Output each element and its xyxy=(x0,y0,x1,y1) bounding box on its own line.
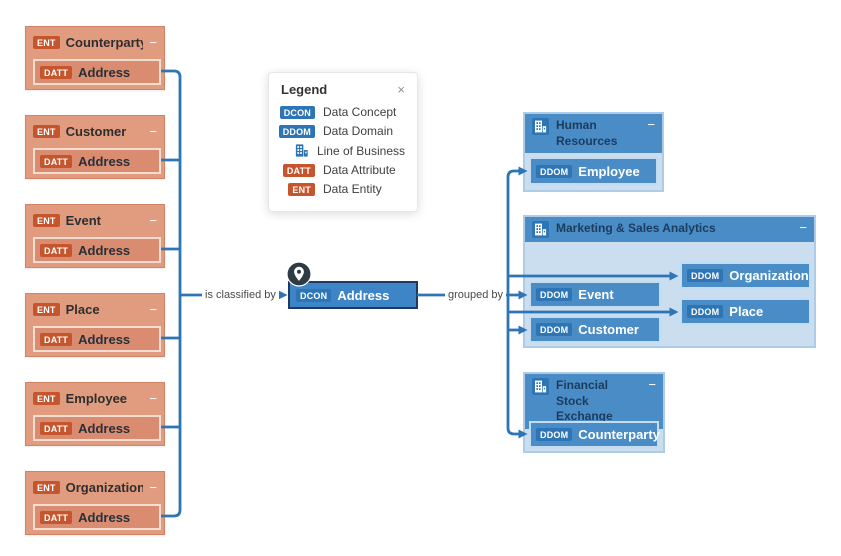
legend-item-data-entity: ENT Data Entity xyxy=(281,182,405,196)
ddom-badge: DDOM xyxy=(536,288,573,301)
collapse-button[interactable]: − xyxy=(149,34,157,50)
ddom-badge: DDOM xyxy=(536,164,573,178)
entity-node-place[interactable]: ENT Place − DATT Address xyxy=(25,293,165,357)
attribute-node-address[interactable]: DATT Address xyxy=(33,59,161,85)
collapse-button[interactable]: − xyxy=(799,220,807,235)
ent-badge: ENT xyxy=(288,182,315,196)
ddom-badge: DDOM xyxy=(536,323,573,336)
ddom-badge: DDOM xyxy=(536,428,573,441)
domain-node-counterparty[interactable]: DDOM Counterparty xyxy=(529,421,660,448)
entity-node-customer[interactable]: ENT Customer − DATT Address xyxy=(25,115,165,179)
attribute-name: Address xyxy=(78,509,131,525)
group-financial-stock-exchange[interactable]: Financial Stock Exchange − DDOM Counterp… xyxy=(523,372,665,453)
domain-node-event[interactable]: DDOM Event xyxy=(529,281,661,308)
ent-badge: ENT xyxy=(33,124,60,138)
entity-name: Counterparty xyxy=(65,34,144,50)
legend-title: Legend xyxy=(281,82,328,97)
datt-badge: DATT xyxy=(40,510,73,524)
datt-badge: DATT xyxy=(40,154,73,168)
collapse-button[interactable]: − xyxy=(149,212,157,228)
dcon-badge: DCON xyxy=(296,288,332,302)
entity-header: ENT Event − xyxy=(26,205,164,235)
legend-item-data-attribute: DATT Data Attribute xyxy=(281,163,405,177)
datt-badge: DATT xyxy=(282,163,315,177)
entity-node-counterparty[interactable]: ENT Counterparty − DATT Address xyxy=(25,26,165,90)
attribute-name: Address xyxy=(78,153,131,169)
domain-node-customer[interactable]: DDOM Customer xyxy=(529,316,661,343)
collapse-button[interactable]: − xyxy=(648,377,656,392)
entity-header: ENT Organization − xyxy=(26,472,164,502)
entity-header: ENT Employee − xyxy=(26,383,164,413)
building-icon xyxy=(295,144,308,157)
collapse-button[interactable]: − xyxy=(149,123,157,139)
datt-badge: DATT xyxy=(40,332,73,346)
attribute-name: Address xyxy=(78,331,131,347)
attribute-name: Address xyxy=(78,64,131,80)
legend-item-data-domain: DDOM Data Domain xyxy=(278,124,405,138)
collapse-button[interactable]: − xyxy=(149,390,157,406)
concept-name: Address xyxy=(337,287,390,303)
domain-node-place[interactable]: DDOM Place xyxy=(680,298,811,325)
building-icon xyxy=(532,221,549,238)
legend-item-data-concept: DCON Data Concept xyxy=(279,105,405,119)
entity-name: Event xyxy=(65,212,102,228)
domain-node-organization[interactable]: DDOM Organization xyxy=(680,262,811,289)
dcon-badge: DCON xyxy=(279,105,315,119)
attribute-node-address[interactable]: DATT Address xyxy=(33,148,161,174)
ddom-badge: DDOM xyxy=(687,269,724,282)
legend-close-icon[interactable]: × xyxy=(397,82,405,97)
ent-badge: ENT xyxy=(33,213,60,227)
entity-header: ENT Customer − xyxy=(26,116,164,146)
entity-node-event[interactable]: ENT Event − DATT Address xyxy=(25,204,165,268)
ddom-badge: DDOM xyxy=(278,124,315,138)
group-header: Marketing & Sales Analytics − xyxy=(525,217,814,242)
entity-header: ENT Place − xyxy=(26,294,164,324)
collapse-button[interactable]: − xyxy=(647,117,655,132)
collapse-button[interactable]: − xyxy=(149,479,157,495)
ent-badge: ENT xyxy=(33,302,60,316)
entity-node-organization[interactable]: ENT Organization − DATT Address xyxy=(25,471,165,535)
group-header: Financial Stock Exchange − xyxy=(525,374,663,429)
ent-badge: ENT xyxy=(33,35,60,49)
group-title: Financial Stock Exchange xyxy=(556,378,613,424)
attribute-name: Address xyxy=(78,242,131,258)
attribute-node-address[interactable]: DATT Address xyxy=(33,237,161,263)
group-title: Human Resources xyxy=(556,118,618,148)
location-pin-icon xyxy=(286,261,312,287)
concept-node-address[interactable]: DCON Address xyxy=(286,261,418,309)
ddom-badge: DDOM xyxy=(687,305,724,318)
group-title: Marketing & Sales Analytics xyxy=(556,221,716,235)
datt-badge: DATT xyxy=(40,243,73,257)
ent-badge: ENT xyxy=(33,391,60,405)
attribute-node-address[interactable]: DATT Address xyxy=(33,504,161,530)
group-marketing-sales-analytics[interactable]: Marketing & Sales Analytics − DDOM Event… xyxy=(523,215,816,348)
collapse-button[interactable]: − xyxy=(149,301,157,317)
entity-name: Customer xyxy=(65,123,127,139)
entity-name: Place xyxy=(65,301,100,317)
attribute-name: Address xyxy=(78,420,131,436)
entity-node-employee[interactable]: ENT Employee − DATT Address xyxy=(25,382,165,446)
group-header: Human Resources − xyxy=(525,114,662,154)
attribute-node-address[interactable]: DATT Address xyxy=(33,326,161,352)
attribute-node-address[interactable]: DATT Address xyxy=(33,415,161,441)
group-human-resources[interactable]: Human Resources − DDOM Employee xyxy=(523,112,664,192)
entity-name: Organization xyxy=(65,479,144,495)
legend-panel: Legend × DCON Data Concept DDOM Data Dom… xyxy=(268,72,418,212)
legend-item-line-of-business: Line of Business xyxy=(281,143,405,158)
edge-label-is-classified-by: is classified by xyxy=(202,288,279,302)
building-icon xyxy=(532,118,549,135)
building-icon xyxy=(532,378,549,395)
ent-badge: ENT xyxy=(33,480,60,494)
domain-node-employee[interactable]: DDOM Employee xyxy=(529,157,658,185)
edge-label-grouped-by: grouped by xyxy=(445,288,507,302)
datt-badge: DATT xyxy=(40,65,73,79)
entity-header: ENT Counterparty − xyxy=(26,27,164,57)
datt-badge: DATT xyxy=(40,421,73,435)
entity-name: Employee xyxy=(65,390,128,406)
